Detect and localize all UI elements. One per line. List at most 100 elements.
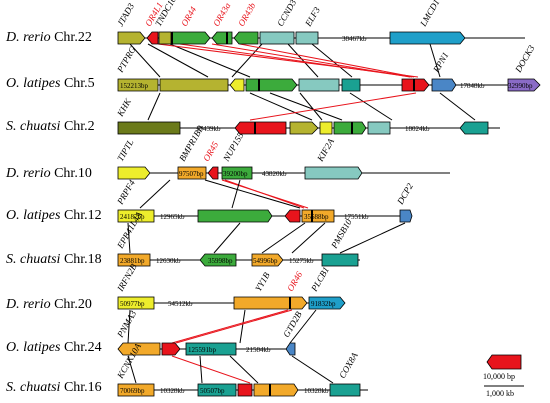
row-label-2: O. latipes Chr.5 bbox=[6, 76, 95, 91]
gene-darkteal-2 bbox=[341, 78, 361, 92]
link bbox=[261, 222, 306, 254]
link-red bbox=[179, 43, 413, 78]
gene-ptprg bbox=[117, 78, 159, 92]
link bbox=[291, 355, 334, 384]
gene-green-5 bbox=[197, 209, 273, 223]
gene-yellow-2 bbox=[229, 78, 245, 92]
gap-label: 24187bp bbox=[120, 213, 145, 221]
link-red bbox=[175, 309, 293, 344]
gene-or-red-8 bbox=[161, 342, 181, 356]
gene-elf3 bbox=[295, 31, 319, 45]
label-tiptl: TIPTL bbox=[115, 138, 135, 163]
gap-label: 97507bp bbox=[179, 170, 204, 178]
gap-label: 21584kb bbox=[246, 346, 271, 354]
gap-label: 17551kb bbox=[344, 213, 369, 221]
link bbox=[231, 179, 241, 209]
gap-label: 125591bp bbox=[188, 346, 217, 354]
link bbox=[439, 92, 476, 121]
link bbox=[129, 43, 161, 78]
row-label-4: D. rerio Chr.10 bbox=[6, 166, 92, 181]
label-ccnd3: CCND3 bbox=[275, 0, 298, 28]
gene-or45 bbox=[207, 166, 219, 180]
gap-label: 70069bp bbox=[120, 387, 145, 395]
label-nup155: NUP155 bbox=[221, 130, 246, 164]
link bbox=[291, 222, 326, 254]
gene-kif2a bbox=[304, 166, 363, 180]
link bbox=[147, 92, 161, 121]
gene-khk bbox=[117, 121, 181, 135]
gene-jtad3 bbox=[117, 31, 146, 45]
link bbox=[147, 43, 209, 78]
gap-label: 32990bp bbox=[508, 82, 533, 90]
label-khk: KHK bbox=[115, 96, 134, 119]
link bbox=[269, 92, 343, 121]
link bbox=[139, 179, 171, 209]
gene-cox8a bbox=[329, 383, 361, 397]
gene-plcb1 bbox=[308, 296, 346, 310]
genes bbox=[117, 31, 541, 397]
label-gtd2b: GTD2B bbox=[281, 309, 304, 339]
label-ptprg: PTPRG bbox=[115, 44, 138, 75]
gap-label: 152213bp bbox=[120, 82, 149, 90]
link-red bbox=[249, 92, 417, 121]
row-label-9: S. chuatsi Chr.16 bbox=[6, 380, 102, 395]
gap-label: 35688bp bbox=[304, 213, 329, 221]
gap-label: 12965kb bbox=[160, 213, 185, 221]
gene-ifn2b bbox=[117, 296, 155, 310]
gene-olive-3 bbox=[289, 121, 319, 135]
link bbox=[229, 355, 259, 384]
gene-orange-5 bbox=[301, 209, 335, 223]
link-red bbox=[239, 43, 415, 78]
scale-gene-label: 10,000 bp bbox=[483, 372, 515, 381]
gap-labels: 38467kb 152213bp 17848kb 32990bp 17439kb… bbox=[120, 35, 533, 395]
label-elf3: ELF3 bbox=[303, 5, 323, 29]
gap-label: 10328kb bbox=[304, 387, 329, 395]
scale-gene-icon bbox=[486, 354, 522, 370]
row-label-3: S. chuatsi Chr.2 bbox=[6, 119, 95, 134]
gene-orange-6 bbox=[251, 253, 284, 267]
label-or46: OR46 bbox=[285, 269, 304, 293]
gap-label: 17439kb bbox=[196, 125, 221, 133]
link bbox=[127, 222, 131, 254]
label-prpf4: PRPF4 bbox=[115, 178, 138, 207]
link bbox=[249, 92, 313, 121]
gap-label: 50507bp bbox=[200, 387, 225, 395]
gap-label: 23881bp bbox=[120, 257, 145, 265]
label-lmcd1: LMCD1 bbox=[418, 0, 442, 29]
gap-label: 39200bp bbox=[223, 170, 248, 178]
gap-label: 38467kb bbox=[342, 35, 367, 43]
link bbox=[199, 355, 203, 384]
gap-label: 18024kb bbox=[405, 125, 430, 133]
label-yy1b: YY1B bbox=[253, 270, 272, 293]
link bbox=[239, 309, 246, 344]
gap-label: 10328kb bbox=[160, 387, 185, 395]
gene-epb41l4a bbox=[117, 253, 151, 267]
gene-teal-2 bbox=[298, 78, 340, 92]
gap-label: 35998bp bbox=[208, 257, 233, 265]
gap-label: 15275kb bbox=[289, 257, 314, 265]
label-kif2a: KIF2A bbox=[315, 136, 337, 164]
gene-or-red-3 bbox=[234, 121, 287, 135]
link bbox=[213, 222, 241, 254]
gene-tndc10 bbox=[158, 31, 172, 45]
gene-or43b bbox=[233, 31, 259, 45]
label-dock3: DOCK3 bbox=[513, 43, 537, 75]
gene-yy1b bbox=[233, 296, 308, 310]
label-irfn2b: IRFN2B bbox=[115, 262, 139, 294]
gap-label: 54996bp bbox=[253, 257, 278, 265]
gene-yellow-3 bbox=[319, 121, 333, 135]
link bbox=[429, 43, 441, 78]
gene-or44 bbox=[171, 31, 211, 45]
gene-or-red-2 bbox=[401, 78, 430, 92]
gene-darkteal-8 bbox=[185, 342, 237, 356]
label-pnma3: PNMA3 bbox=[115, 308, 139, 339]
row-label-1: D. rerio Chr.22 bbox=[6, 30, 92, 45]
link-red bbox=[224, 179, 305, 209]
link-red bbox=[211, 43, 411, 78]
label-or43a: OR43a bbox=[211, 0, 233, 28]
scale-legend: 10,000 bp 1,000 kb bbox=[483, 354, 524, 398]
gene-pms1b10 bbox=[321, 253, 359, 267]
gap-label: 50977bp bbox=[120, 300, 145, 308]
scale-line-label: 1,000 kb bbox=[486, 389, 514, 398]
